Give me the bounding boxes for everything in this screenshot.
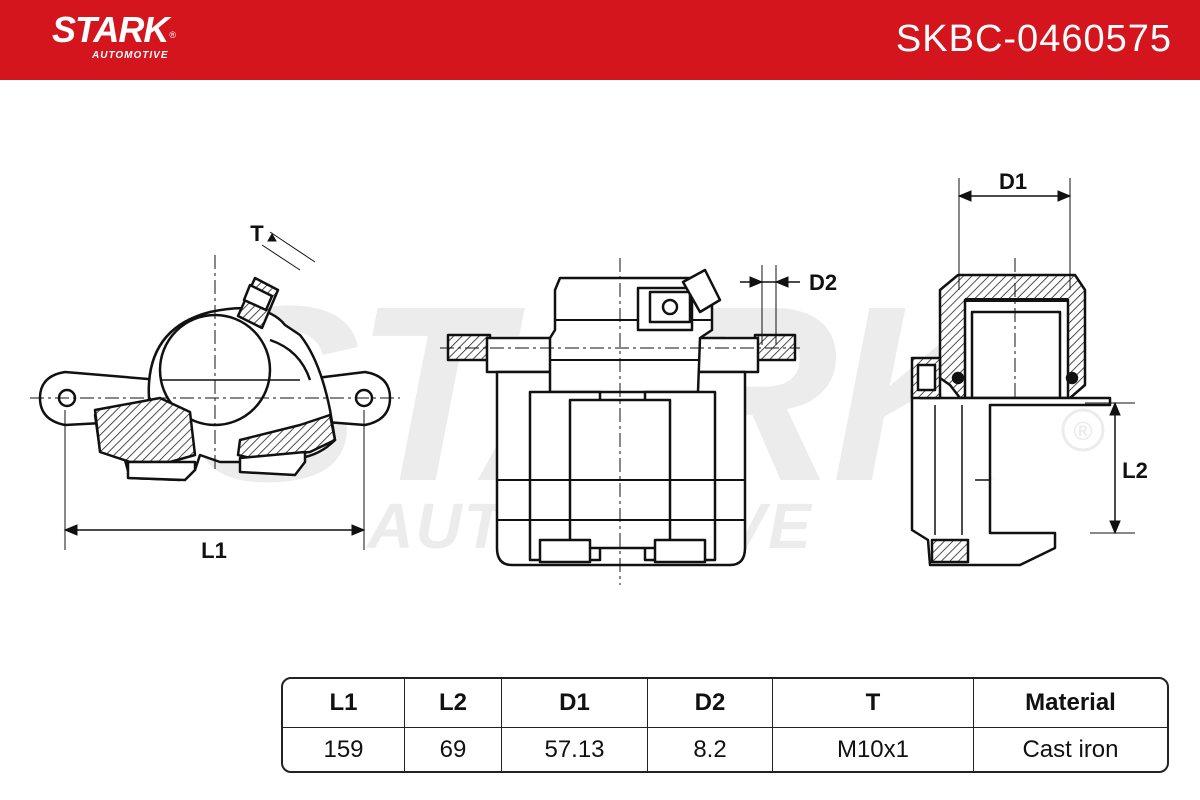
front-view-dimensions: [440, 258, 800, 585]
spec-table-header-row: L1 L2 D1 D2 T Material: [283, 679, 1167, 728]
spec-value-t: M10x1: [772, 727, 974, 771]
spec-header-t: T: [772, 679, 974, 728]
dimension-label-l2: L2: [1122, 458, 1148, 483]
part-number: SKBC-0460575: [895, 18, 1172, 60]
spec-header-d2: D2: [647, 679, 773, 728]
caliper-side-view: [38, 276, 392, 482]
dimension-label-d2: D2: [809, 270, 837, 295]
spec-header-l2: L2: [404, 679, 502, 728]
spec-value-material: Cast iron: [973, 727, 1167, 771]
watermark-registered-icon: ®: [1061, 408, 1105, 452]
dimension-label-d1: D1: [999, 169, 1027, 194]
spec-header-l1: L1: [283, 679, 405, 728]
stark-logo: STARK® AUTOMOTIVE: [52, 9, 176, 62]
logo-brand: STARK: [52, 9, 169, 50]
spec-value-l1: 159: [283, 727, 405, 771]
spec-header-d1: D1: [501, 679, 648, 728]
spec-table-value-row: 159 69 57.13 8.2 M10x1 Cast iron: [283, 727, 1167, 771]
spec-table: L1 L2 D1 D2 T Material 159 69 57.13 8.2 …: [281, 677, 1169, 773]
spec-value-l2: 69: [404, 727, 502, 771]
side-view-dimensions: [30, 231, 400, 550]
header-bar: STARK® AUTOMOTIVE SKBC-0460575: [0, 0, 1200, 80]
dimension-label-t: T: [250, 221, 264, 246]
spec-value-d1: 57.13: [501, 727, 648, 771]
logo-subtitle: AUTOMOTIVE: [92, 50, 169, 61]
spec-header-material: Material: [973, 679, 1167, 728]
logo-registered-mark: ®: [169, 30, 176, 40]
section-view-dimensions: [957, 178, 1135, 535]
caliper-front-view: [446, 268, 797, 567]
caliper-section-view: [910, 273, 1112, 567]
spec-value-d2: 8.2: [647, 727, 773, 771]
svg-text:®: ®: [1073, 416, 1092, 446]
technical-drawing: STARK AUTOMOTIVE ®: [30, 169, 1148, 585]
dimension-label-l1: L1: [201, 538, 227, 563]
